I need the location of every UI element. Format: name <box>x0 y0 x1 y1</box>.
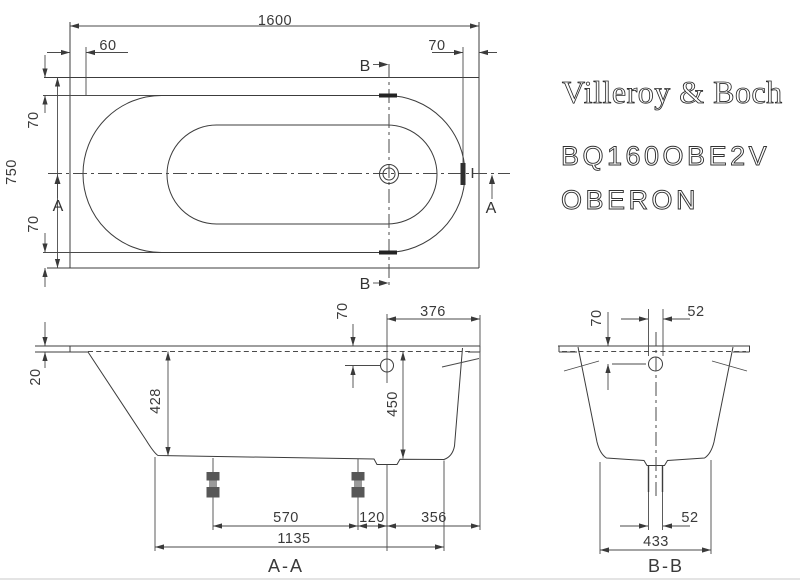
marker-b-bottom-label: B <box>360 276 371 293</box>
series-name-text: OBERON <box>561 185 699 215</box>
dim-aa-foot-span: 1135 <box>155 531 444 550</box>
section-marker-a-right: A <box>486 174 497 217</box>
dim-aa-foot-to-drain: 120 <box>358 510 387 529</box>
adjustable-foot-rear <box>206 458 220 530</box>
dim-aa-drain-to-end-bottom: 356 <box>387 510 480 529</box>
section-marker-b-bottom: B <box>360 276 389 293</box>
dim-plan-left-inset: 60 <box>47 38 128 56</box>
aa-extension-lines <box>154 315 481 551</box>
dim-label-1135: 1135 <box>277 531 310 547</box>
marker-a-left-label: A <box>53 198 64 215</box>
dim-aa-drain-to-end-top: 376 <box>387 304 480 322</box>
dim-label-20: 20 <box>28 368 44 385</box>
plan-outer-rect <box>44 22 480 269</box>
dim-label-376: 376 <box>420 304 446 320</box>
dim-bb-drain-below-rim: 70 <box>589 309 611 390</box>
drain-symbol-plan <box>379 164 399 184</box>
bb-extension-lines <box>599 309 712 554</box>
section-b-cut-marks <box>379 93 397 255</box>
dim-plan-length: 1600 <box>70 13 479 29</box>
model-number-text: BQ160OBE2V <box>561 141 770 171</box>
aa-overflow-break-line <box>441 358 480 368</box>
dim-label-52-top: 52 <box>687 304 704 320</box>
dim-label-450: 450 <box>385 391 401 417</box>
section-aa-view: 20 428 450 70 376 570 <box>28 302 481 576</box>
marker-b-top-label: B <box>360 58 371 75</box>
dim-aa-foot-spacing: 570 <box>213 510 358 529</box>
dim-aa-depth-drain: 450 <box>385 351 406 459</box>
dim-label-52-bottom: 52 <box>681 510 698 526</box>
dim-plan-bottom-inset: 70 <box>26 215 48 287</box>
bb-rim-break-lines <box>563 360 748 372</box>
aa-tub-profile <box>87 347 463 465</box>
dim-label-750: 750 <box>4 159 20 185</box>
dim-aa-drain-below-rim: 70 <box>335 302 356 388</box>
section-marker-a-left: A <box>53 174 64 215</box>
dim-label-433: 433 <box>643 534 669 550</box>
dim-plan-right-inset: 70 <box>428 38 497 56</box>
dim-label-1600: 1600 <box>258 13 292 29</box>
dim-label-70-bottom: 70 <box>26 215 42 232</box>
drain-symbol-bb <box>612 356 663 372</box>
dim-label-70-top: 70 <box>26 111 42 128</box>
marker-a-right-label: A <box>486 200 497 217</box>
dim-label-70-right: 70 <box>428 38 445 54</box>
dim-aa-rim-height: 20 <box>28 322 48 386</box>
dim-label-570: 570 <box>273 510 299 526</box>
plan-view: 1600 60 70 750 70 70 <box>4 13 510 293</box>
brand-logo-text: Villeroy & Boch <box>562 74 783 110</box>
drain-symbol-aa <box>345 314 394 383</box>
dim-label-60: 60 <box>99 38 116 54</box>
dim-label-70-bb: 70 <box>589 309 605 326</box>
section-bb-title: B-B <box>648 556 684 576</box>
section-aa-title: A-A <box>268 556 304 576</box>
plan-inset-extensions <box>85 47 464 164</box>
dim-plan-top-inset: 70 <box>26 55 48 129</box>
section-bb-view: 70 52 52 433 B-B <box>558 304 750 576</box>
dim-bb-drain-width-bottom: 52 <box>620 510 698 529</box>
dim-bb-drain-width-top: 52 <box>621 304 704 322</box>
brand-block: Villeroy & Boch BQ160OBE2V OBERON <box>561 74 783 216</box>
dim-label-428: 428 <box>148 388 164 414</box>
dim-label-120: 120 <box>359 510 385 526</box>
aa-rim-lines <box>35 345 481 353</box>
tub-floor-outline <box>166 124 438 225</box>
adjustable-foot-front <box>351 459 365 530</box>
overflow-mark <box>460 163 466 185</box>
drain-pipe <box>647 465 664 492</box>
dim-plan-width: 750 <box>4 77 61 268</box>
bb-rim-lines <box>558 345 750 353</box>
dim-label-70-aa: 70 <box>335 302 351 319</box>
section-marker-b-top: B <box>360 58 389 75</box>
dim-label-356: 356 <box>421 510 447 526</box>
dim-aa-depth-rear: 428 <box>148 351 171 456</box>
dim-bb-base-width: 433 <box>600 534 711 553</box>
